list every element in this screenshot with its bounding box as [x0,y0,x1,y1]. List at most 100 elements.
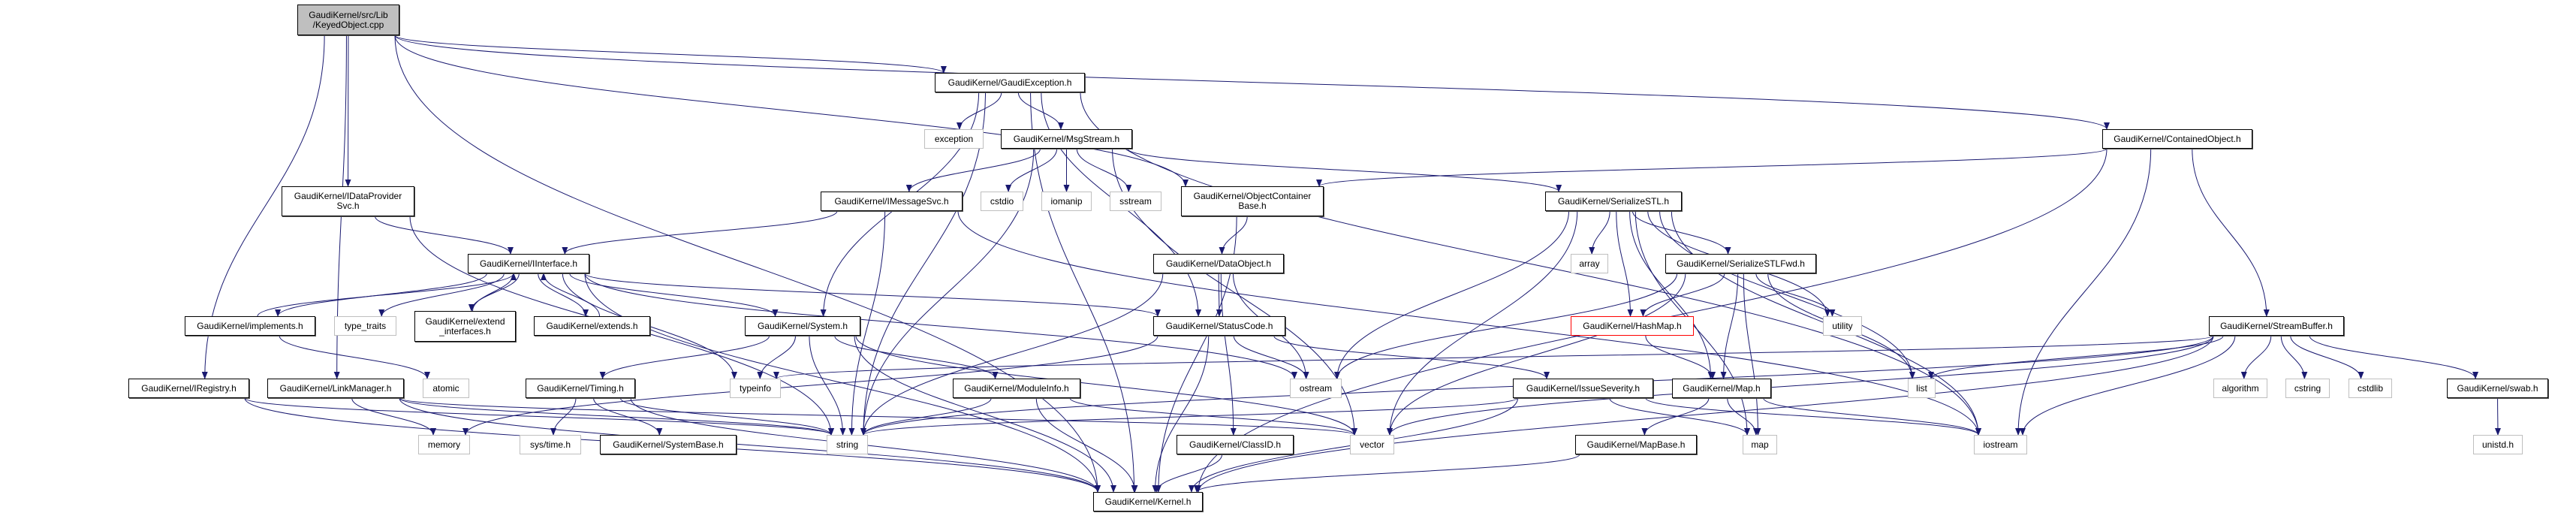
node-sysbase[interactable]: GaudiKernel/SystemBase.h [600,435,737,454]
edge-sc-to-kernel [1152,335,1210,493]
edge-iint-to-sc [584,273,1161,317]
edge-sbuf-to-kernel [1195,335,2214,493]
node-memory[interactable]: memory [418,435,470,454]
node-dobj[interactable]: GaudiKernel/DataObject.h [1153,254,1284,273]
node-array[interactable]: array [1571,254,1608,273]
node-list[interactable]: list [1908,379,1936,398]
node-sfwd[interactable]: GaudiKernel/SerializeSTLFwd.h [1665,254,1816,273]
node-algorithm[interactable]: algorithm [2213,379,2267,398]
node-label: algorithm [2222,382,2259,394]
node-mi[interactable]: GaudiKernel/ModuleInfo.h [953,379,1080,398]
node-label: GaudiKernel/Map.h [1683,382,1761,394]
node-string[interactable]: string [827,435,868,454]
node-cstring[interactable]: cstring [2285,379,2330,398]
edge-dobj-to-classid [1220,273,1237,436]
edge-sys-to-timing [599,335,770,379]
node-iomanip[interactable]: iomanip [1041,192,1092,211]
edge-gexc-to-msg [1017,92,1064,130]
node-classid[interactable]: GaudiKernel/ClassID.h [1177,435,1294,454]
node-systime[interactable]: sys/time.h [520,435,581,454]
node-iostream[interactable]: iostream [1974,435,2027,454]
edge-lm-to-kernel [399,397,1101,493]
edge-sys-to-string [809,335,846,436]
node-kernel[interactable]: GaudiKernel/Kernel.h [1093,492,1203,511]
node-label: GaudiKernel/IDataProvider [294,191,402,201]
edge-gmap-to-iostream [1763,397,1981,436]
node-swab[interactable]: GaudiKernel/swab.h [2447,379,2548,398]
node-hash[interactable]: GaudiKernel/HashMap.h [1571,316,1694,336]
node-gexc[interactable]: GaudiKernel/GaudiException.h [935,73,1085,92]
edge-sstl-to-gmap [1629,210,1714,379]
node-cstdio[interactable]: cstdio [981,192,1023,211]
node-label: GaudiKernel/StreamBuffer.h [2220,320,2333,331]
node-util[interactable]: utility [1823,316,1862,336]
edge-sbuf-to-algorithm [2240,335,2272,379]
node-ireg[interactable]: GaudiKernel/IRegistry.h [128,379,249,398]
node-label: array [1579,258,1600,269]
node-ext[interactable]: GaudiKernel/extends.h [534,316,650,336]
node-sys[interactable]: GaudiKernel/System.h [745,316,860,336]
edge-lm-to-vector [399,397,1357,436]
edge-sfwd-to-gmap [1720,273,1739,379]
edge-gexc-to-kernel [1030,92,1137,493]
edge-sc-to-memory [462,335,1158,436]
edge-imsg-to-iint [562,210,838,255]
node-sstl[interactable]: GaudiKernel/SerializeSTL.h [1545,192,1682,211]
edge-sfwd-to-util [1755,273,1836,317]
node-msg[interactable]: GaudiKernel/MsgStream.h [1001,129,1132,149]
node-unistd[interactable]: unistd.h [2473,435,2523,454]
edge-extif-to-iint [472,273,517,312]
node-lm[interactable]: GaudiKernel/LinkManager.h [267,379,404,398]
node-atomic[interactable]: atomic [423,379,469,398]
node-timing[interactable]: GaudiKernel/Timing.h [526,379,635,398]
node-label: GaudiKernel/ObjectContainer [1193,191,1312,201]
edge-cont-to-iostream [2015,148,2152,436]
node-stdmap[interactable]: map [1743,435,1777,454]
edge-imsg-to-string [848,210,886,436]
node-typeinfo[interactable]: typeinfo [730,379,781,398]
node-vector[interactable]: vector [1350,435,1394,454]
node-exception[interactable]: exception [924,129,984,149]
node-sbuf[interactable]: GaudiKernel/StreamBuffer.h [2209,316,2344,336]
node-iint[interactable]: GaudiKernel/IInterface.h [468,254,589,273]
node-gmap[interactable]: GaudiKernel/Map.h [1672,379,1771,398]
edge-sbuf-to-typeinfo [773,335,2214,379]
node-cont[interactable]: GaudiKernel/ContainedObject.h [2102,129,2252,149]
node-sc[interactable]: GaudiKernel/StatusCode.h [1153,316,1285,336]
node-label: GaudiKernel/swab.h [2457,382,2538,394]
node-extif[interactable]: GaudiKernel/extend_interfaces.h [414,311,516,342]
node-label: GaudiKernel/StatusCode.h [1165,320,1273,331]
node-label: GaudiKernel/DataObject.h [1165,258,1272,269]
node-label: Base.h [1238,201,1267,211]
edge-sbuf-to-cstring [2280,335,2308,379]
node-label: string [836,439,859,450]
node-ostream[interactable]: ostream [1290,379,1342,398]
node-kobj[interactable]: GaudiKernel/src/Lib/KeyedObject.cpp [297,5,399,35]
edge-sbuf-to-iostream [2020,335,2236,436]
node-impl[interactable]: GaudiKernel/implements.h [185,316,315,336]
edge-sstl-to-vector [1387,210,1578,436]
node-label: GaudiKernel/ClassID.h [1189,439,1282,450]
node-label: GaudiKernel/GaudiException.h [948,77,1072,88]
node-label: GaudiKernel/extend [425,315,505,327]
edge-sc-to-isev [1273,335,1550,379]
node-label: GaudiKernel/SystemBase.h [613,439,724,450]
node-label: GaudiKernel/IssueSeverity.h [1526,382,1641,394]
edge-sstl-to-sfwd [1631,210,1731,255]
edge-mi-to-vector [1069,397,1357,436]
node-label: GaudiKernel/SerializeSTLFwd.h [1677,258,1805,269]
node-label: cstdio [990,195,1014,207]
edge-cont-to-sbuf [2192,148,2270,317]
edge-isev-to-iostream [1645,397,1981,436]
node-isev[interactable]: GaudiKernel/IssueSeverity.h [1513,379,1653,398]
node-cstdlib[interactable]: cstdlib [2349,379,2392,398]
edge-sys-to-typeinfo [757,335,797,379]
node-tt[interactable]: type_traits [334,316,396,336]
node-mapbase[interactable]: GaudiKernel/MapBase.h [1575,435,1697,454]
node-imsg[interactable]: GaudiKernel/IMessageSvc.h [821,192,963,211]
node-label: memory [427,439,461,450]
node-sstream[interactable]: sstream [1110,192,1161,211]
